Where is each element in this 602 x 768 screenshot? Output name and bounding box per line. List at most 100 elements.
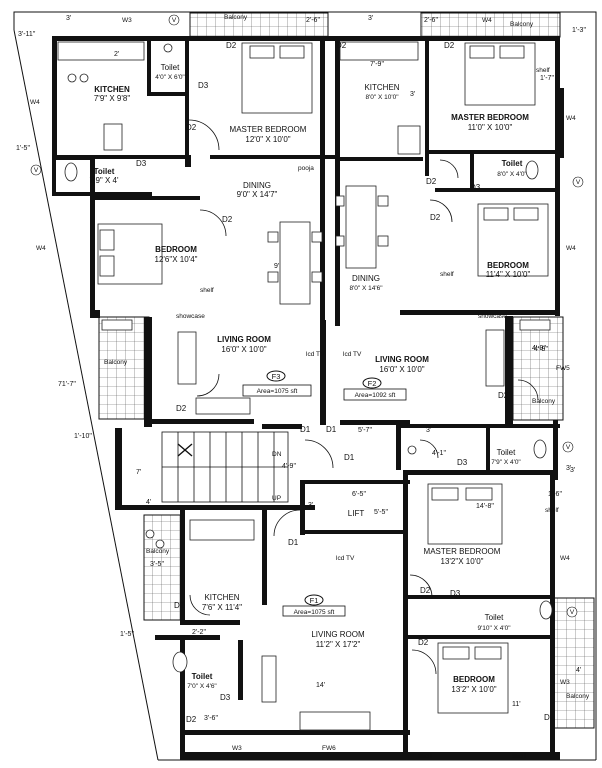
- d-3-label: 3': [410, 91, 415, 98]
- balcony-label-e: Balcony: [532, 398, 556, 405]
- d-4-1-label: 4'-1": [432, 450, 446, 457]
- staircase: [161, 431, 289, 503]
- w4-label: W4: [30, 99, 40, 106]
- room-label-master-bed-ne: MASTER BEDROOM: [451, 113, 529, 122]
- room-label-toilet-sw: Toilet: [192, 672, 213, 681]
- room-label-master-bed-n: MASTER BEDROOM: [230, 125, 307, 134]
- room-label-kitchen-nw: KITCHEN: [94, 85, 130, 94]
- d2-label: D2: [498, 391, 509, 400]
- d2-label: D2: [174, 601, 185, 610]
- shelf-label-3: shelf: [440, 271, 454, 278]
- d2-label: D2: [444, 41, 455, 50]
- w4-label: W4: [560, 555, 570, 562]
- d-3-6-label: 3'-6": [204, 715, 218, 722]
- d-4-9-label: 4'-9": [532, 345, 546, 352]
- room-size-master-bed-se: 13'2"X 10'0": [441, 557, 484, 566]
- pooja-label: pooja: [298, 165, 314, 172]
- misc-labels: Balcony Balcony Balcony Balcony Balcony …: [104, 14, 590, 760]
- room-size-bedroom-w: 12'6"X 10'4": [155, 255, 198, 264]
- d-4b-label: 4': [576, 667, 581, 674]
- top-3-11-label: 3'-11": [18, 31, 36, 38]
- d2-label: D2: [426, 177, 437, 186]
- d-4-label: 4': [146, 499, 151, 506]
- d-3c-label: 3': [566, 465, 571, 472]
- room-size-bedroom-e: 11'4" X 10'0": [486, 270, 531, 279]
- v-label: V: [172, 17, 177, 24]
- shelf-label-4: shelf: [545, 507, 559, 514]
- room-size-kitchen-n: 8'0" X 10'0": [365, 94, 399, 101]
- w4-label: W4: [482, 17, 492, 24]
- room-size-toilet-w: 7'9" X 4': [89, 176, 118, 185]
- balcony-label-se: Balcony: [566, 693, 590, 700]
- room-size-kitchen-sw: 7'6" X 11'4": [202, 603, 242, 612]
- d-3-5-label: 3'-5": [150, 561, 164, 568]
- shelf-label-5: shelf: [418, 753, 432, 760]
- d1-label: D1: [344, 453, 355, 462]
- top-2-6b-label: 2'-6": [424, 17, 438, 24]
- d-5-7-label: 5'-7": [358, 427, 372, 434]
- balcony-tiles: [98, 12, 595, 729]
- d3-label: D3: [136, 159, 147, 168]
- d-6-5-label: 6'-5": [352, 491, 366, 498]
- room-size-dining-e: 8'0" X 14'6": [349, 285, 383, 292]
- w4-label: W4: [36, 245, 46, 252]
- showcase-label-w: showcase: [176, 313, 205, 320]
- room-label-kitchen-n: KITCHEN: [364, 83, 399, 92]
- v-label: V: [34, 167, 39, 174]
- flat-tag-f1: F1: [310, 596, 319, 605]
- room-label-dining-w: DINING: [243, 181, 271, 190]
- balcony-label-w: Balcony: [104, 359, 128, 366]
- d-4-9b-label: 4'-9": [282, 463, 296, 470]
- room-label-kitchen-sw: KITCHEN: [204, 593, 239, 602]
- d2-label: D2: [186, 715, 197, 724]
- w3-label: W3: [560, 679, 570, 686]
- room-label-living-e: LIVING ROOM: [375, 355, 429, 364]
- room-label-living-w: LIVING ROOM: [217, 335, 271, 344]
- room-label-toilet-ne: Toilet: [502, 159, 523, 168]
- flat-area-f2: Area=1092 sft: [355, 392, 396, 399]
- room-label-toilet-w: Toilet: [94, 167, 115, 176]
- v-label: V: [566, 444, 571, 451]
- window-tags: W3 W4 V V V V V W4 W4 W4 W4 FW5 W3 FW6 W…: [30, 14, 584, 752]
- d-3e-label: 3': [570, 467, 575, 474]
- stair-dn: DN: [272, 451, 282, 458]
- room-label-bedroom-e: BEDROOM: [487, 261, 529, 270]
- flat-tag-f2: F2: [368, 379, 377, 388]
- w4-label: W4: [566, 245, 576, 252]
- room-labels: KITCHEN 7'9" X 9'8" Toilet 4'0" X 6'0" M…: [89, 63, 530, 694]
- room-size-master-bed-n: 12'0" X 10'0": [245, 135, 290, 144]
- furniture: [57, 41, 553, 731]
- d2-label: D2: [226, 41, 237, 50]
- w4-label: W4: [566, 115, 576, 122]
- v-label: V: [576, 179, 581, 186]
- shelf-label-1: shelf: [536, 67, 550, 74]
- flat-tags: F3 Area=1075 sft F2 Area=1092 sft F1 Are…: [242, 370, 407, 617]
- room-size-toilet-se: 9'10" X 4'0": [477, 625, 511, 632]
- d-2-2-label: 2'-2": [192, 629, 206, 636]
- room-size-kitchen-nw: 7'9" X 9'8": [94, 94, 130, 103]
- flat-area-f3: Area=1075 sft: [257, 388, 298, 395]
- flat-tag-f3: F3: [272, 372, 281, 381]
- showcase-label-e: showcase: [478, 313, 507, 320]
- shelf-label-2: shelf: [200, 287, 214, 294]
- room-size-toilet-nw: 4'0" X 6'0": [155, 74, 185, 81]
- d2-label: D2: [420, 586, 431, 595]
- d-11-label: 11': [512, 701, 521, 708]
- door-tags: D2 D2 D2 D3 D2 D3 D2 D3 D2 D2 D2 D2 D1 D…: [136, 41, 555, 724]
- left-71-7-label: 71'-7": [58, 381, 76, 388]
- walls: [52, 36, 564, 760]
- left-1-5b-label: 1'-5": [120, 631, 134, 638]
- d-1-6-label: 1'-6": [548, 491, 562, 498]
- left-1-10-label: 1'-10": [74, 433, 92, 440]
- d-4-9c-label: 4'-9": [534, 346, 548, 353]
- d2-label: D2: [176, 404, 187, 413]
- stair-up: UP: [272, 495, 281, 502]
- shelf-label-6: shelf: [512, 753, 526, 760]
- d3-label: D3: [457, 458, 468, 467]
- d-14-8-label: 14'-8": [476, 503, 494, 510]
- room-label-master-bed-se: MASTER BEDROOM: [424, 547, 501, 556]
- dimension-labels: 3' 3'-11" 2'-6" 3' 2'-6" 1'-3" 2' 7'-9" …: [16, 15, 586, 722]
- top-left-label: 3': [66, 15, 71, 22]
- d-7-label: 7': [136, 469, 141, 476]
